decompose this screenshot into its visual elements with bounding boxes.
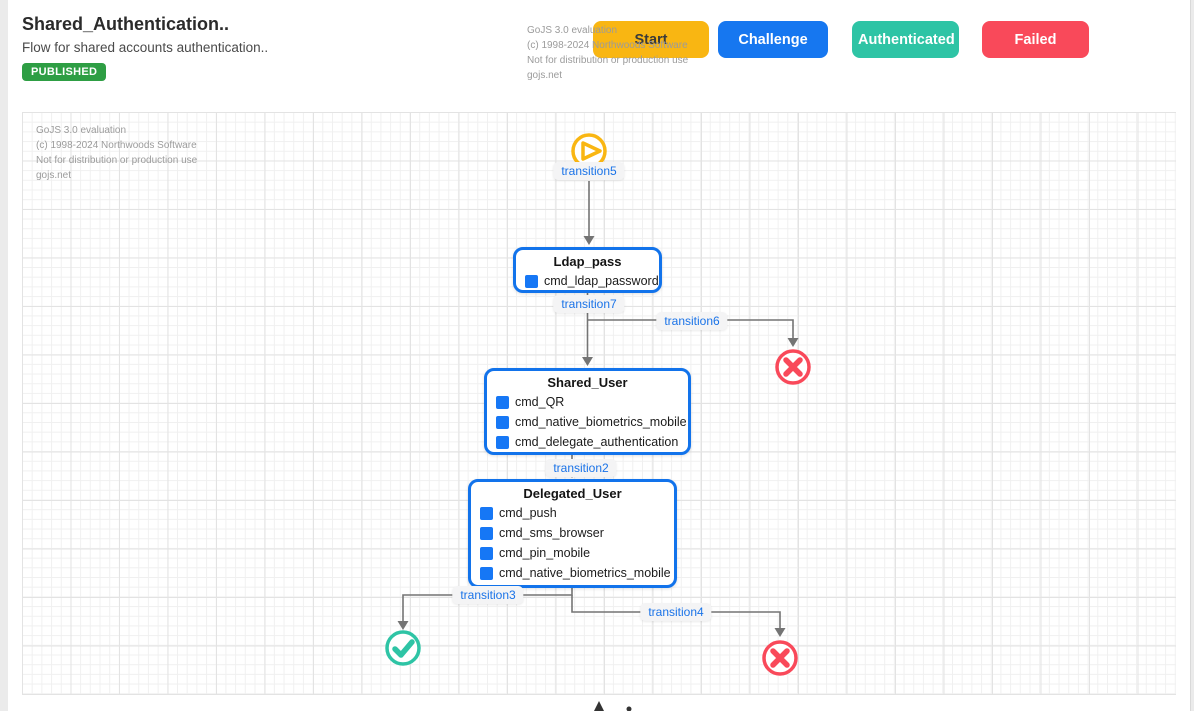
status-badge: PUBLISHED [22, 63, 107, 81]
transition-label[interactable]: transition5 [553, 162, 625, 180]
watermark-line: gojs.net [527, 70, 563, 81]
transition-label[interactable]: transition4 [640, 603, 712, 621]
link-ldap-to-failed[interactable] [587, 319, 799, 347]
command-icon [525, 274, 538, 288]
command-item: cmd_QR [487, 392, 688, 412]
challenge-state-button[interactable]: Challenge [718, 21, 828, 58]
diagram-canvas[interactable]: GoJS 3.0 evaluation (c) 1998-2024 Northw… [22, 112, 1176, 695]
arrowhead-icon [774, 628, 786, 637]
authenticated-state-button[interactable]: Authenticated [852, 21, 959, 58]
command-item: cmd_sms_browser [471, 523, 674, 543]
command-label: cmd_pin_mobile [499, 546, 591, 560]
node-title: Ldap_pass [553, 254, 622, 269]
state-node-delegated-user[interactable]: Delegated_User cmd_push cmd_sms_browser … [468, 479, 677, 588]
page-title: Shared_Authentication.. [22, 14, 230, 34]
x-circle-icon[interactable] [762, 640, 798, 676]
command-label: cmd_delegate_authentication [515, 435, 679, 449]
arrowhead-icon [583, 236, 595, 245]
start-state-button[interactable]: Start [593, 21, 709, 58]
command-item: cmd_native_biometrics_mobile [471, 563, 674, 583]
command-label: cmd_sms_browser [499, 526, 604, 540]
check-circle-icon[interactable] [385, 630, 421, 666]
cutoff-icon [585, 701, 632, 711]
command-label: cmd_push [499, 506, 557, 520]
state-node-shared-user[interactable]: Shared_User cmd_QR cmd_native_biometrics… [484, 368, 691, 455]
x-circle-icon[interactable] [775, 349, 811, 385]
link-start-to-ldap[interactable] [583, 181, 595, 245]
command-label: cmd_ldap_password [544, 274, 659, 288]
command-icon [496, 415, 509, 429]
arrowhead-icon [397, 621, 409, 630]
command-item: cmd_ldap_password [516, 271, 659, 291]
failed-state-button[interactable]: Failed [982, 21, 1089, 58]
content-card: Shared_Authentication.. Flow for shared … [8, 0, 1191, 711]
transition-label[interactable]: transition2 [545, 459, 617, 477]
command-item: cmd_native_biometrics_mobile [487, 412, 688, 432]
transition-label[interactable]: transition6 [656, 312, 728, 330]
command-icon [496, 435, 509, 449]
command-icon [480, 526, 493, 540]
arrowhead-icon [787, 338, 799, 347]
transition-label[interactable]: transition3 [452, 586, 524, 604]
arrowhead-icon [582, 357, 593, 366]
node-title: Shared_User [547, 375, 628, 390]
command-label: cmd_native_biometrics_mobile [515, 415, 687, 429]
command-icon [480, 506, 493, 520]
command-item: cmd_push [471, 503, 674, 523]
node-title: Delegated_User [523, 486, 622, 501]
command-label: cmd_QR [515, 395, 565, 409]
command-item: cmd_delegate_authentication [487, 432, 688, 452]
state-node-ldap-pass[interactable]: Ldap_pass cmd_ldap_password [513, 247, 662, 293]
command-icon [480, 566, 493, 580]
command-icon [496, 395, 509, 409]
command-icon [480, 546, 493, 560]
page-subtitle: Flow for shared accounts authentication.… [22, 40, 269, 55]
command-item: cmd_pin_mobile [471, 543, 674, 563]
transition-label[interactable]: transition7 [553, 295, 625, 313]
command-label: cmd_native_biometrics_mobile [499, 566, 671, 580]
